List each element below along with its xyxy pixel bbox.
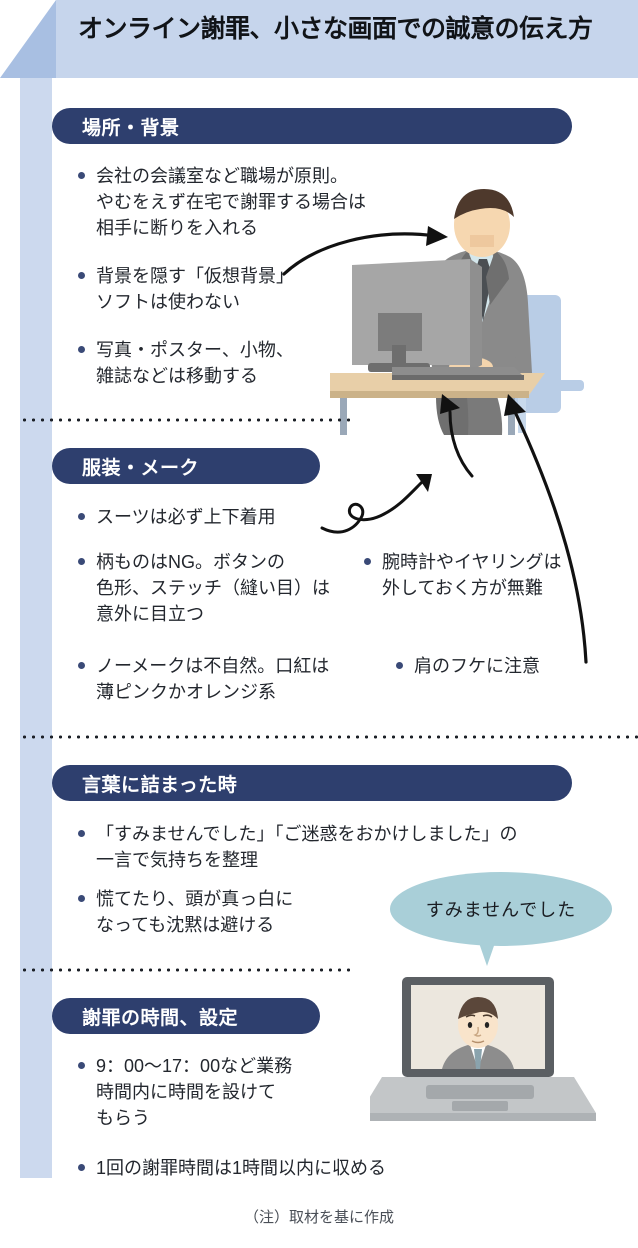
list-item: ノーメークは不自然。口紅は 薄ピンクかオレンジ系 — [78, 653, 363, 705]
page-title: オンライン謝罪、小さな画面での誠意の伝え方 — [78, 15, 593, 43]
list-item: 9：00〜17：00など業務 時間内に時間を設けて もらう — [78, 1053, 348, 1131]
section-divider — [20, 418, 350, 422]
left-accent-strip — [20, 78, 52, 1178]
arrow-to-shoulder-icon — [504, 394, 588, 664]
section-divider — [20, 968, 350, 972]
list-item: 肩のフケに注意 — [396, 653, 616, 679]
bullet-dot-icon — [78, 1164, 85, 1171]
list-item: 会社の会議室など職場が原則。 やむをえず在宅で謝罪する場合は 相手に断りを入れる — [78, 163, 368, 241]
laptop-videocall-illustration — [370, 977, 596, 1121]
list-item: 腕時計やイヤリングは 外しておく方が無難 — [364, 549, 614, 601]
source-note: （注）取材を基に作成 — [243, 1209, 394, 1226]
arrow-to-suit-icon — [320, 474, 432, 534]
section-pill-location: 場所・背景 — [52, 108, 572, 144]
speech-bubble-text: すみませんでした — [425, 900, 577, 920]
bullet-dot-icon — [78, 895, 85, 902]
list-item: 写真・ポスター、小物、 雑誌などは移動する — [78, 337, 368, 389]
arrow-to-hands-icon — [440, 394, 474, 478]
bullet-dot-icon — [78, 346, 85, 353]
list-item: 1回の謝罪時間は1時間以内に収める — [78, 1155, 578, 1181]
bullet-dot-icon — [78, 172, 85, 179]
bullet-dot-icon — [364, 558, 371, 565]
section-pill-timing: 謝罪の時間、設定 — [52, 998, 320, 1034]
speech-bubble-tail-icon — [478, 940, 496, 966]
speech-bubble — [390, 872, 612, 946]
list-item: 「すみませんでした」「ご迷惑をおかけしました」の 一言で気持ちを整理 — [78, 821, 598, 873]
bullet-dot-icon — [396, 662, 403, 669]
header-band — [0, 0, 638, 78]
section-pill-attire: 服装・メーク — [52, 448, 320, 484]
list-item: 背景を隠す「仮想背景」 ソフトは使わない — [78, 263, 368, 315]
bullet-dot-icon — [78, 1062, 85, 1069]
section-divider — [20, 735, 638, 739]
bullet-dot-icon — [78, 272, 85, 279]
desk-worker-illustration — [330, 189, 584, 435]
list-item: 慌てたり、頭が真っ白に なっても沈黙は避ける — [78, 886, 358, 938]
bullet-dot-icon — [78, 513, 85, 520]
section-pill-words: 言葉に詰まった時 — [52, 765, 572, 801]
bullet-dot-icon — [78, 558, 85, 565]
bullet-dot-icon — [78, 830, 85, 837]
bullet-dot-icon — [78, 662, 85, 669]
list-item: 柄ものはNG。ボタンの 色形、ステッチ（縫い目）は 意外に目立つ — [78, 549, 358, 627]
arrow-to-background-icon — [282, 226, 448, 276]
list-item: スーツは必ず上下着用 — [78, 504, 338, 530]
